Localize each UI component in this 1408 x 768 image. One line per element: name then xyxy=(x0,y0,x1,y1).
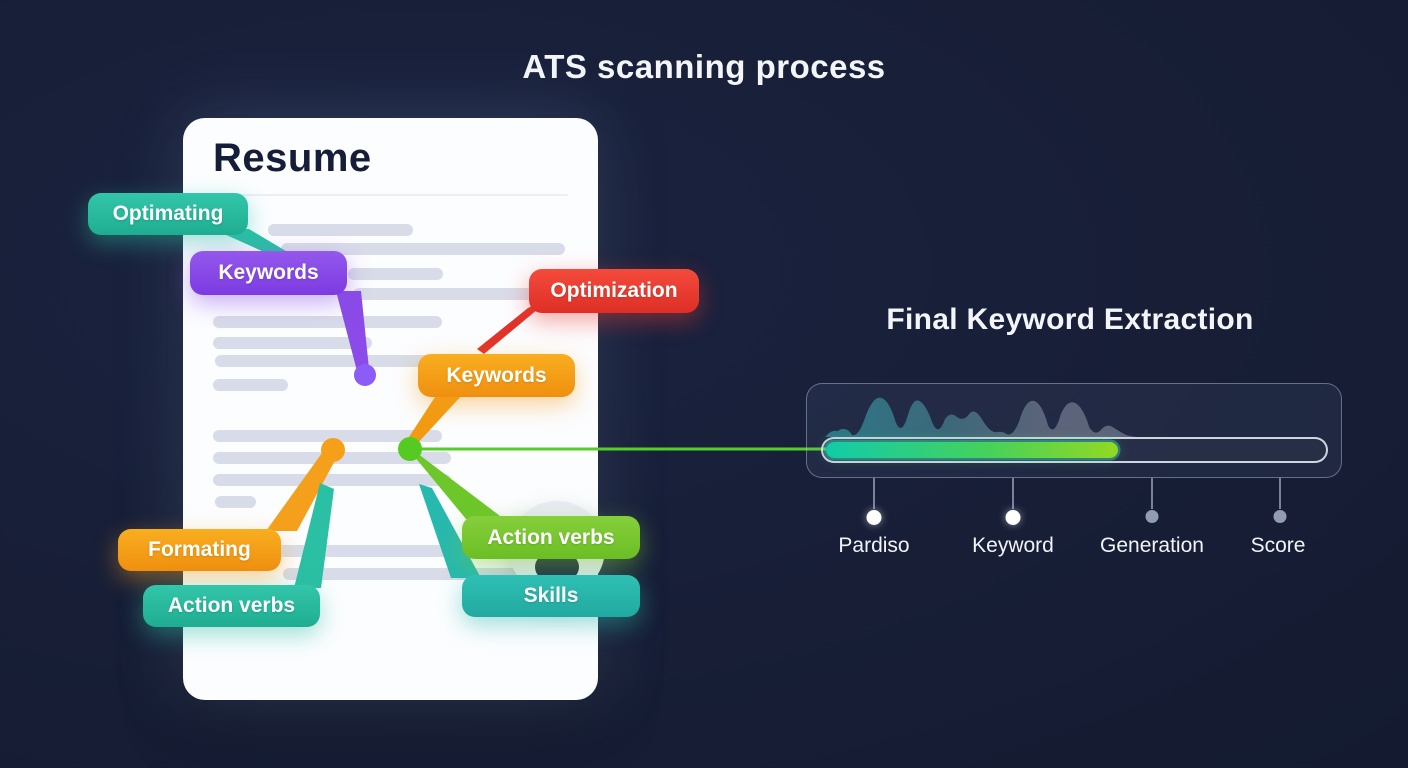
tag-action-verbs-left-label: Action verbs xyxy=(167,594,296,617)
progress-fill xyxy=(826,442,1118,458)
tag-action-verbs-right-label: Action verbs xyxy=(487,525,615,549)
milestone-label-pardiso: Pardiso xyxy=(838,534,910,557)
milestone-tick xyxy=(1279,478,1281,509)
resume-text-line xyxy=(213,337,372,349)
milestone-tick xyxy=(1151,478,1153,509)
milestone-dot-generation xyxy=(1145,510,1159,523)
resume-text-line xyxy=(213,474,451,486)
tag-action-verbs-left: Action verbs xyxy=(143,585,320,627)
extraction-panel xyxy=(806,383,1342,478)
tag-keywords-purple-label: Keywords xyxy=(218,261,319,284)
resume-text-line xyxy=(213,452,451,464)
milestone-tick xyxy=(873,478,875,509)
tag-formating-label: Formating xyxy=(148,538,251,561)
milestone-dot-score xyxy=(1273,510,1287,523)
tag-optimization-label: Optimization xyxy=(550,279,678,302)
tag-keywords-orange: Keywords xyxy=(418,354,575,397)
resume-divider xyxy=(213,194,568,196)
milestone-label-generation: Generation xyxy=(1100,534,1204,557)
resume-text-line xyxy=(213,316,442,328)
page-title: ATS scanning process xyxy=(522,48,886,85)
milestone-label-score: Score xyxy=(1250,534,1306,557)
extraction-title: Final Keyword Extraction xyxy=(886,303,1254,336)
tag-keywords-purple: Keywords xyxy=(190,251,347,295)
progress-track xyxy=(821,437,1328,463)
tag-formating: Formating xyxy=(118,529,281,571)
tag-optimization: Optimization xyxy=(529,269,699,313)
tag-skills: Skills xyxy=(462,575,640,617)
milestone-tick xyxy=(1012,478,1014,509)
resume-text-line xyxy=(281,243,565,255)
resume-card-title: Resume xyxy=(213,136,372,180)
tag-keywords-orange-label: Keywords xyxy=(446,363,547,387)
waveform-icon xyxy=(825,397,1139,437)
milestone-dot-keyword xyxy=(1005,510,1021,525)
tag-optimating-label: Optimating xyxy=(112,202,224,225)
resume-text-line xyxy=(268,224,413,236)
tag-optimating: Optimating xyxy=(88,193,248,235)
milestone-dot-pardiso xyxy=(866,510,882,525)
resume-text-line xyxy=(213,430,442,442)
resume-text-line xyxy=(213,379,288,391)
tag-action-verbs-right: Action verbs xyxy=(462,516,640,559)
tag-skills-label: Skills xyxy=(523,584,579,607)
milestone-label-keyword: Keyword xyxy=(972,534,1054,557)
resume-text-line xyxy=(215,496,256,508)
resume-text-line xyxy=(348,268,443,280)
